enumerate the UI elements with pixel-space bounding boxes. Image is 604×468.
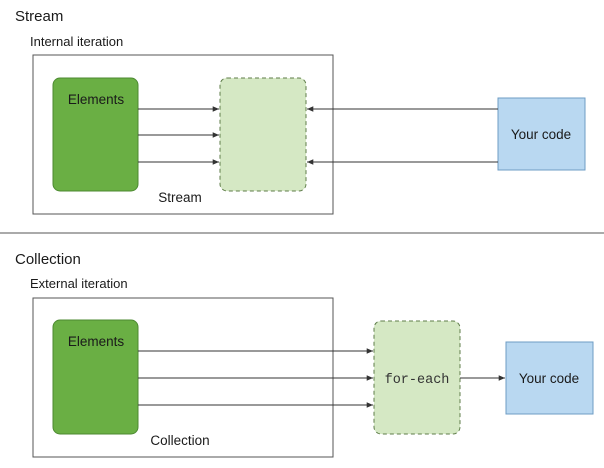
stream-section: Stream Internal iteration Elements Strea… <box>15 8 586 215</box>
collection-your-code-label: Your code <box>519 371 579 386</box>
stream-title: Stream <box>15 8 63 25</box>
collection-section: Collection External iteration Elements C… <box>15 251 594 458</box>
stream-internal-iterator-box <box>219 77 307 192</box>
foreach-label: for-each <box>385 373 450 388</box>
collection-elements-box <box>52 319 139 435</box>
collection-subtitle: External iteration <box>30 276 128 291</box>
stream-your-code-label: Your code <box>511 127 571 142</box>
stream-container-label: Stream <box>158 190 202 205</box>
collection-elements-label: Elements <box>68 334 125 349</box>
stream-subtitle: Internal iteration <box>30 34 123 49</box>
stream-your-code-box <box>497 97 586 171</box>
stream-elements-label: Elements <box>68 92 125 107</box>
collection-your-code-box <box>505 341 594 415</box>
collection-container-label: Collection <box>150 433 209 448</box>
collection-title: Collection <box>15 251 81 268</box>
foreach-box <box>373 320 461 435</box>
